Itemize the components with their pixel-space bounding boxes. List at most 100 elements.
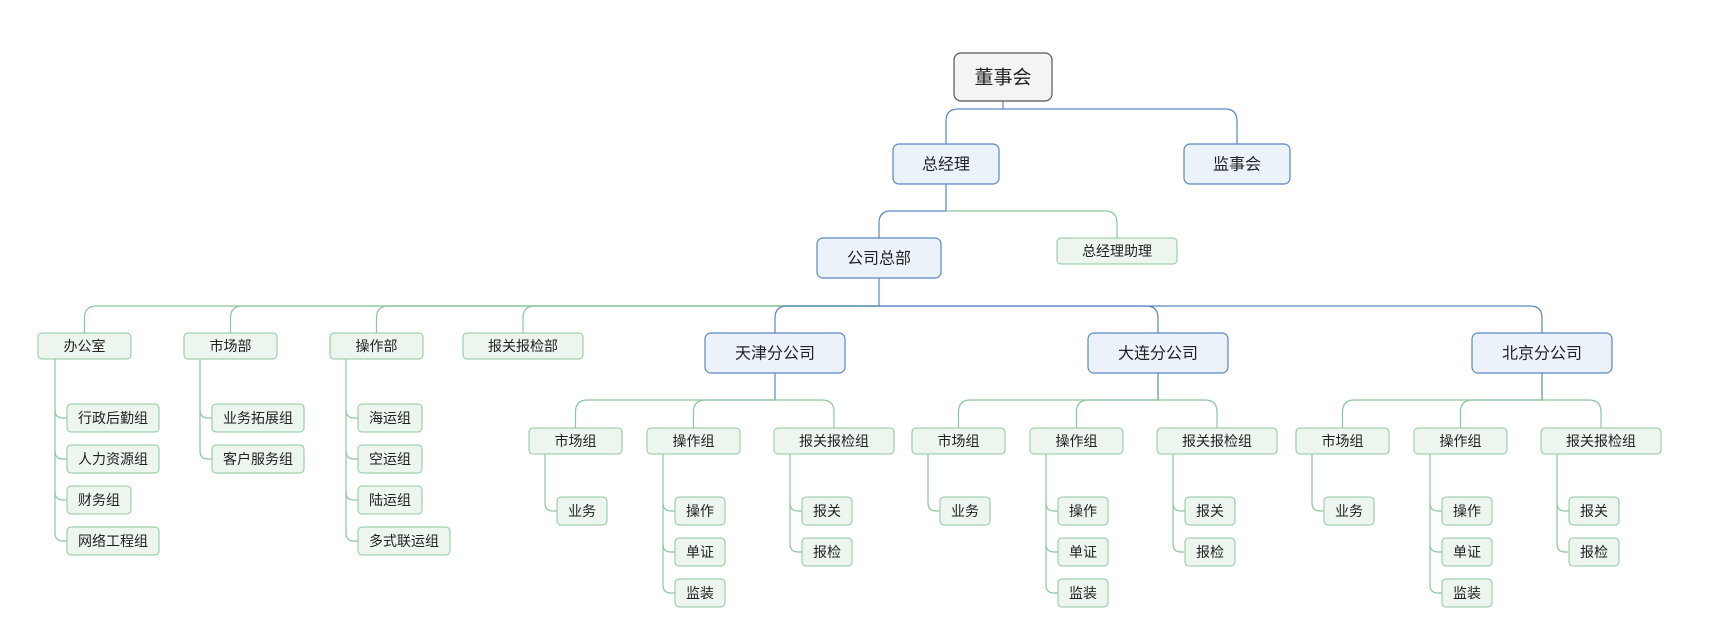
edge-branch-2-group-1 (1459, 399, 1542, 428)
node-branch-1: 大连分公司 (1087, 332, 1229, 374)
node-branch-1-box (1087, 332, 1229, 374)
node-supervisors-box (1183, 143, 1291, 185)
node-branch-2-group-1: 操作组 (1413, 427, 1508, 455)
node-branch-1-group-1-item-branch-1 (1045, 543, 1058, 553)
node-branch-2-group-2-item-1-box (1568, 537, 1620, 567)
node-marketing-child-1: 客户服务组 (211, 444, 305, 474)
node-branch-2-group-1-item-1: 单证 (1441, 537, 1493, 567)
node-branch-2-group-0-item-0-box (1323, 496, 1375, 526)
edge-hq-branch-1 (879, 305, 1159, 333)
node-branch-2-group-1-item-branch-1 (1429, 543, 1442, 553)
node-general-manager: 总经理 (892, 143, 1000, 185)
node-supervisors-label: 监事会 (1213, 155, 1261, 174)
node-branch-2-group-1-item-2-label: 监装 (1453, 586, 1481, 602)
node-branch-1-group-1-item-1-label: 单证 (1069, 545, 1097, 561)
node-office-child-0-label: 行政后勤组 (78, 411, 148, 427)
node-branch-0-group-1-item-0-box (674, 496, 726, 526)
node-branch-1-group-2-item-0-label: 报关 (1196, 504, 1224, 520)
edge-branch-1-group-1 (1075, 399, 1158, 428)
node-branch-0-group-1-item-2: 监装 (674, 578, 726, 608)
node-branch-0-group-2-item-0: 报关 (801, 496, 853, 526)
node-branch-1-group-0: 市场组 (911, 427, 1006, 455)
node-branch-0-group-1-item-2-box (674, 578, 726, 608)
node-branch-2-group-1-item-branch-0 (1429, 502, 1442, 512)
edge-board-drop-1 (1003, 108, 1238, 144)
edge-hq-dept-0 (83, 305, 879, 333)
node-operations-child-branch-0 (345, 409, 358, 419)
node-branch-1-group-1-label: 操作组 (1056, 434, 1098, 450)
node-branch-0-group-2: 报关报检组 (773, 427, 895, 455)
node-office-child-2-label: 财务组 (78, 493, 120, 509)
connector-lines (54, 101, 1602, 594)
node-office-child-0-box (66, 403, 160, 433)
node-operations-child-0-label: 海运组 (369, 411, 411, 427)
node-branch-0: 天津分公司 (704, 332, 846, 374)
edge-branch-0-group-0 (574, 399, 775, 428)
node-customs-box (462, 332, 584, 360)
node-branch-1-group-1-item-1: 单证 (1057, 537, 1109, 567)
node-branch-1-group-1-item-branch-2 (1045, 584, 1058, 594)
node-branch-1-group-0-item-0-label: 业务 (951, 504, 979, 520)
node-branch-2-group-1-item-2-box (1441, 578, 1493, 608)
node-office-child-3-box (66, 526, 160, 556)
node-board-label: 董事会 (974, 67, 1031, 89)
node-branch-0-group-0-box (528, 427, 623, 455)
edge-hq-dept-1 (229, 305, 879, 333)
node-office-child-branch-1 (54, 450, 67, 460)
node-branch-2-group-1-item-1-label: 单证 (1453, 545, 1481, 561)
node-branch-1-group-0-item-branch-0 (927, 502, 940, 512)
node-branch-0-group-0-label: 市场组 (555, 433, 597, 450)
node-branch-0-group-1: 操作组 (646, 427, 741, 455)
node-customs-label: 报关报检部 (488, 339, 558, 355)
node-office-child-branch-2 (54, 491, 67, 501)
node-operations-box (329, 332, 424, 360)
node-hq-label: 公司总部 (847, 249, 911, 268)
edge-board-drop-0 (945, 108, 1003, 144)
node-branch-2-group-1-item-2: 监装 (1441, 578, 1493, 608)
node-office-child-2-box (66, 485, 132, 515)
node-branch-0-group-1-label: 操作组 (673, 434, 715, 450)
node-marketing-child-0-box (211, 403, 305, 433)
node-branch-0-group-2-item-1-label: 报检 (813, 545, 841, 561)
node-branch-2-group-2-label: 报关报检组 (1566, 434, 1636, 450)
node-gm-assistant: 总经理助理 (1056, 237, 1178, 265)
node-branch-0-group-0-item-branch-0 (544, 502, 557, 512)
node-operations-child-2-box (357, 485, 423, 515)
node-branch-2-group-2-item-branch-0 (1556, 502, 1569, 512)
node-general-manager-label: 总经理 (922, 155, 970, 174)
node-branch-1-group-2-item-branch-0 (1172, 502, 1185, 512)
node-operations: 操作部 (329, 332, 424, 360)
node-office-child-1-label: 人力资源组 (78, 452, 148, 468)
node-branch-2: 北京分公司 (1471, 332, 1613, 374)
node-branch-1-label: 大连分公司 (1118, 344, 1198, 363)
node-branch-2-group-1-box (1413, 427, 1508, 455)
edge-hq-dept-2 (375, 305, 879, 333)
node-office-child-3-label: 网络工程组 (78, 534, 148, 550)
node-operations-child-branch-1 (345, 450, 358, 460)
node-gm-assistant-label: 总经理助理 (1082, 244, 1152, 260)
node-branch-2-group-1-item-branch-2 (1429, 584, 1442, 594)
node-marketing-child-0-label: 业务拓展组 (223, 411, 293, 427)
node-branch-0-group-1-item-1-box (674, 537, 726, 567)
node-branch-0-group-1-item-branch-2 (662, 584, 675, 594)
node-gm-assistant-box (1056, 237, 1178, 265)
node-operations-child-branch-2 (345, 491, 358, 501)
node-branch-0-group-1-item-branch-0 (662, 502, 675, 512)
node-branch-0-box (704, 332, 846, 374)
edge-gm-hq (878, 210, 946, 238)
node-branch-2-group-0-item-0: 业务 (1323, 496, 1375, 526)
node-branch-1-group-1-item-2-box (1057, 578, 1109, 608)
node-branch-1-group-0-item-0-box (939, 496, 991, 526)
node-branch-1-group-0-item-0: 业务 (939, 496, 991, 526)
node-branch-2-group-2-item-1: 报检 (1568, 537, 1620, 567)
node-board: 董事会 (953, 52, 1053, 102)
node-branch-1-group-1-item-0-label: 操作 (1069, 504, 1097, 520)
edge-hq-branch-2 (879, 305, 1543, 333)
node-board-box (953, 52, 1053, 102)
node-branch-0-group-1-item-branch-1 (662, 543, 675, 553)
node-branch-1-group-2: 报关报检组 (1156, 427, 1278, 455)
node-hq: 公司总部 (816, 237, 942, 279)
node-office-label: 办公室 (64, 338, 106, 355)
edge-branch-1-group-2 (1158, 399, 1218, 428)
